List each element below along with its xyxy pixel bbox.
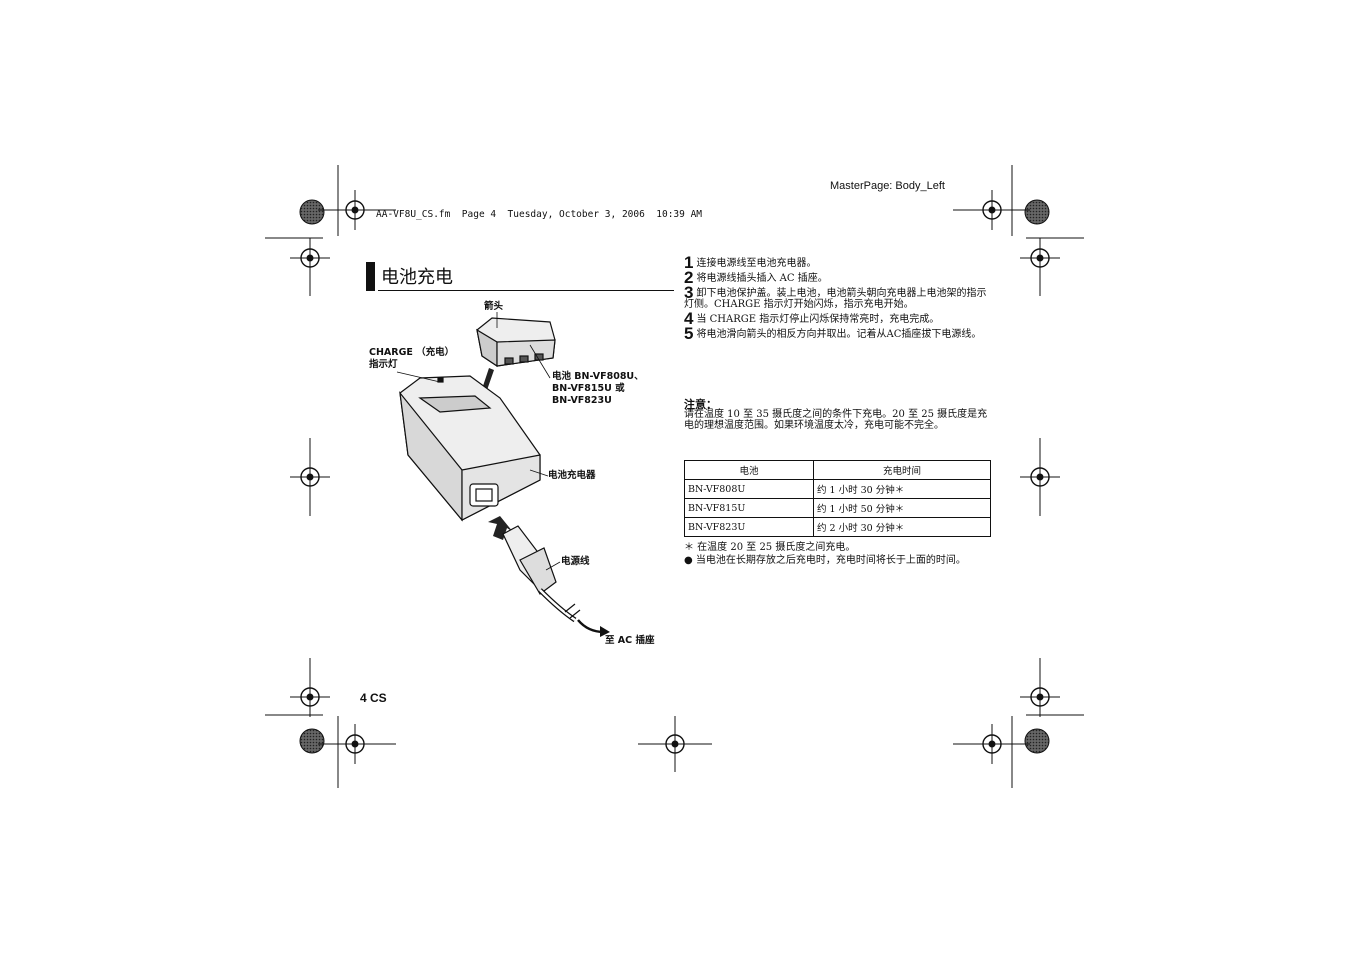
file-info: AA-VF8U_CS.fm Page 4 Tuesday, October 3,…: [376, 209, 703, 220]
table-row: BN-VF815U 约 1 小时 50 分钟＊: [684, 498, 991, 518]
note-text: 请在温度 10 至 35 摄氏度之间的条件下充电。20 至 25 摄氏度是充电的…: [684, 409, 988, 431]
power-cord-drawing: [502, 525, 581, 623]
charger-drawing: [399, 375, 541, 522]
outlet-label: 至 AC 插座: [605, 635, 655, 646]
charger-label: 电池充电器: [548, 470, 596, 481]
page-number: 4 CS: [360, 691, 387, 705]
charging-time-table: 电池 充电时间 BN-VF808U 约 1 小时 30 分钟＊ BN-VF815…: [684, 460, 991, 537]
battery-model-label: 电池 BN-VF808U、 BN-VF815U 或 BN-VF823U: [552, 371, 644, 406]
table-header-row: 电池 充电时间: [684, 460, 991, 480]
table-cell: 约 1 小时 30 分钟＊: [813, 479, 991, 499]
cord-label: 电源线: [561, 556, 590, 567]
title-rule: [378, 290, 674, 291]
table-cell: BN-VF823U: [684, 517, 814, 537]
table-header-time: 充电时间: [813, 460, 991, 480]
table-row: BN-VF808U 约 1 小时 30 分钟＊: [684, 479, 991, 499]
masterpage-label: MasterPage: Body_Left: [830, 180, 945, 192]
table-header-battery: 电池: [684, 460, 814, 480]
footnote-asterisk: ＊ 在温度 20 至 25 摄氏度之间充电。: [684, 542, 856, 553]
footnote-bullet: ● 当电池在长期存放之后充电时，充电时间将长于上面的时间。: [684, 555, 966, 566]
table-cell: 约 2 小时 30 分钟＊: [813, 517, 991, 537]
note-heading: 注意：: [684, 398, 717, 411]
table-row: BN-VF823U 约 2 小时 30 分钟＊: [684, 517, 991, 537]
table-cell: BN-VF815U: [684, 498, 814, 518]
charge-indicator-label: CHARGE （充电） 指示灯: [369, 347, 455, 370]
battery-drawing: [476, 317, 556, 368]
title-marker: [366, 262, 375, 291]
arrow-label: 箭头: [484, 301, 504, 312]
table-cell: 约 1 小时 50 分钟＊: [813, 498, 991, 518]
section-title: 电池充电: [381, 267, 453, 288]
table-cell: BN-VF808U: [684, 479, 814, 499]
